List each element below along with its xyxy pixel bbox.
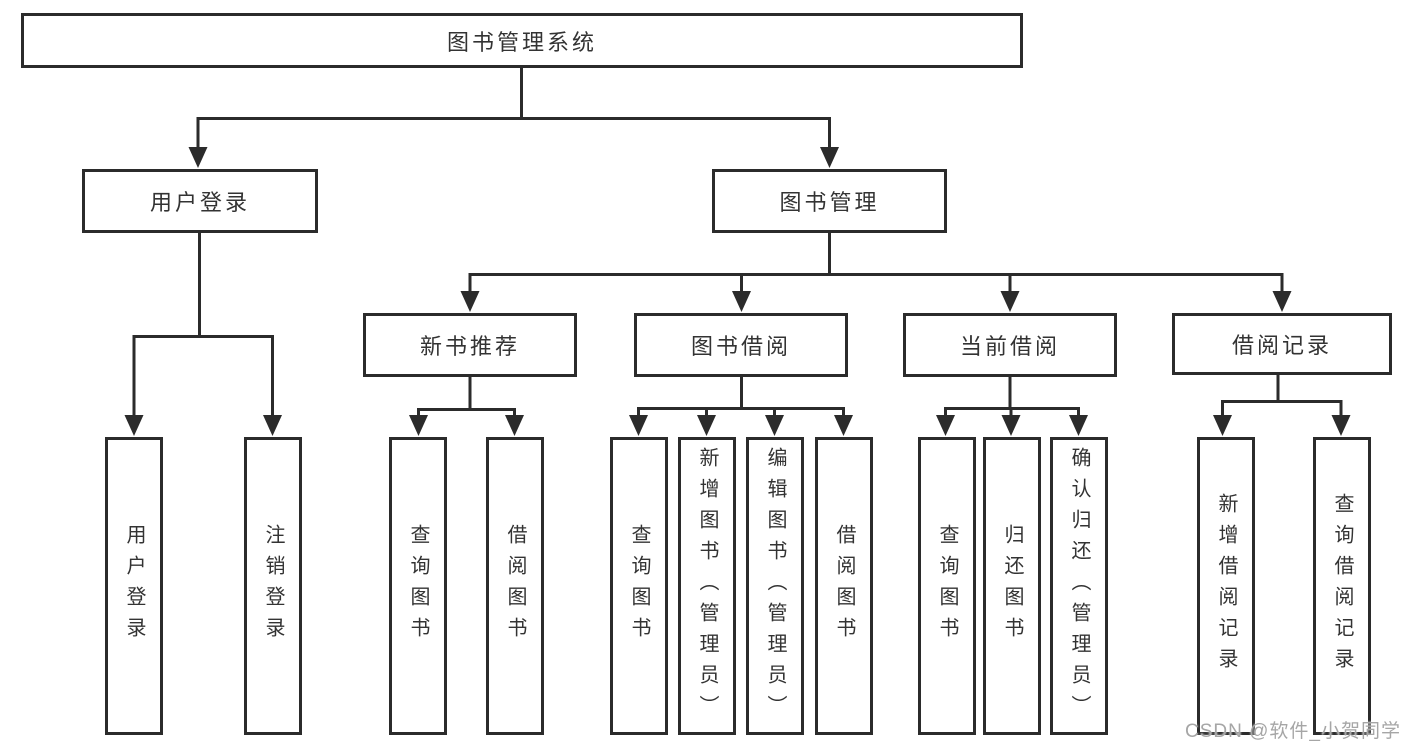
leaf-label: 新增借阅记录 — [1215, 493, 1237, 679]
leaf-add-books-admin: 新增图书（管理员） — [678, 437, 736, 735]
leaf-label: 注销登录 — [262, 524, 284, 648]
leaf-label: 查询图书 — [407, 524, 429, 648]
node-label: 图书管理 — [779, 190, 880, 215]
node-book-borrowing: 图书借阅 — [634, 313, 848, 377]
node-label: 用户登录 — [149, 190, 250, 215]
node-label: 图书管理系统 — [446, 29, 597, 55]
leaf-borrow-books: 借阅图书 — [486, 437, 544, 735]
leaf-label: 用户登录 — [123, 524, 145, 648]
leaf-label: 查询图书 — [936, 524, 958, 648]
leaf-user-login: 用户登录 — [105, 437, 163, 735]
node-user-login: 用户登录 — [82, 169, 318, 233]
leaf-label: 新增图书（管理员） — [696, 446, 718, 726]
leaf-query-books: 查询图书 — [389, 437, 447, 735]
leaf-label: 确认归还（管理员） — [1068, 446, 1090, 726]
node-borrowing-records: 借阅记录 — [1172, 313, 1392, 375]
node-book-management: 图书管理 — [712, 169, 947, 233]
node-label: 借阅记录 — [1231, 333, 1332, 358]
leaf-return-books: 归还图书 — [983, 437, 1041, 735]
node-label: 图书借阅 — [690, 334, 791, 359]
leaf-label: 借阅图书 — [504, 524, 526, 648]
leaf-query-books: 查询图书 — [610, 437, 668, 735]
leaf-confirm-return-admin: 确认归还（管理员） — [1050, 437, 1108, 735]
leaf-label: 查询图书 — [628, 524, 650, 648]
leaf-query-books: 查询图书 — [918, 437, 976, 735]
leaf-query-borrow-record: 查询借阅记录 — [1313, 437, 1371, 735]
leaf-label: 编辑图书（管理员） — [764, 446, 786, 726]
leaf-add-borrow-record: 新增借阅记录 — [1197, 437, 1255, 735]
leaf-label: 归还图书 — [1001, 524, 1023, 648]
node-label: 当前借阅 — [959, 334, 1060, 359]
leaf-label: 借阅图书 — [833, 524, 855, 648]
leaf-logout: 注销登录 — [244, 437, 302, 735]
csdn-watermark: CSDN @软件_小贺同学 — [1185, 721, 1401, 742]
node-new-book-recommendation: 新书推荐 — [363, 313, 577, 377]
leaf-label: 查询借阅记录 — [1331, 493, 1353, 679]
node-current-borrowing: 当前借阅 — [903, 313, 1117, 377]
leaf-borrow-books: 借阅图书 — [815, 437, 873, 735]
node-library-management-system: 图书管理系统 — [21, 13, 1023, 68]
leaf-edit-books-admin: 编辑图书（管理员） — [746, 437, 804, 735]
node-label: 新书推荐 — [419, 334, 520, 359]
